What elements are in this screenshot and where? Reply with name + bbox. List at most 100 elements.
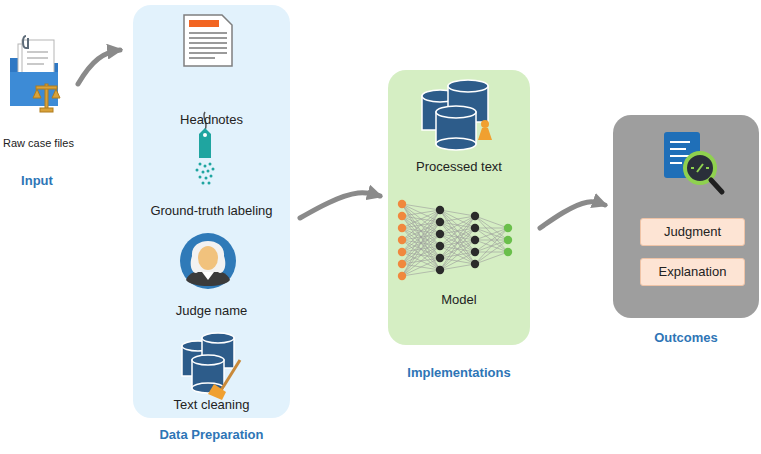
stage-heading: Input	[21, 173, 53, 189]
network-unit	[398, 212, 406, 220]
tag-icon	[204, 165, 207, 168]
case-folder-icon	[33, 89, 41, 98]
database-broom-icon	[202, 333, 234, 343]
database-icon	[436, 106, 476, 118]
network-link	[475, 240, 508, 252]
network-link	[402, 222, 440, 276]
case-folder-icon	[36, 86, 57, 89]
network-link	[440, 252, 475, 270]
network-link	[402, 204, 440, 246]
network-link	[440, 216, 475, 270]
result-search-icon	[664, 132, 700, 178]
network-link	[440, 264, 475, 270]
network-unit	[504, 224, 512, 232]
network-link	[440, 210, 475, 240]
document-icon	[189, 42, 227, 44]
input-caption: Raw case files	[3, 136, 74, 150]
network-link	[402, 234, 440, 252]
database-icon	[422, 90, 458, 102]
node-label: Judge name	[176, 303, 248, 319]
network-link	[440, 228, 475, 246]
network-unit	[398, 248, 406, 256]
judge-icon	[202, 272, 214, 280]
network-link	[402, 210, 440, 240]
result-search-icon	[685, 153, 715, 183]
tag-icon	[212, 168, 215, 171]
document-icon	[189, 52, 227, 54]
network-link	[475, 228, 508, 240]
network-link	[402, 246, 440, 252]
network-link	[402, 222, 440, 252]
network-link	[402, 228, 440, 246]
network-link	[440, 222, 475, 240]
case-folder-icon	[23, 36, 28, 48]
node-label: Ground-truth labeling	[150, 203, 272, 219]
document-icon	[189, 47, 227, 49]
result-search-icon	[670, 142, 692, 163]
network-unit	[436, 254, 444, 262]
network-link	[475, 240, 508, 264]
network-link	[402, 204, 440, 258]
network-link	[440, 228, 475, 234]
network-link	[402, 216, 440, 222]
network-link	[402, 210, 440, 252]
network-link	[402, 210, 440, 228]
network-link	[402, 246, 440, 276]
result-search-icon	[670, 155, 692, 157]
network-link	[402, 228, 440, 270]
network-link	[402, 240, 440, 270]
network-link	[440, 240, 475, 246]
result-search-icon	[691, 164, 709, 172]
case-folder-icon	[40, 108, 53, 112]
result-search-icon	[670, 162, 682, 164]
case-folder-icon	[45, 84, 48, 110]
database-icon	[448, 80, 488, 92]
database-broom-icon	[192, 355, 224, 365]
network-link	[475, 228, 508, 264]
document-icon	[189, 33, 227, 58]
network-unit	[504, 248, 512, 256]
judge-icon	[198, 246, 218, 270]
node-label: Judgment	[664, 224, 721, 240]
case-folder-icon	[10, 58, 58, 106]
document-icon	[189, 37, 227, 39]
stage-heading: Data Preparation	[159, 427, 263, 443]
network-link	[402, 264, 440, 270]
case-folder-icon	[33, 84, 60, 112]
flow-arrow	[78, 50, 120, 84]
case-folder-icon	[27, 63, 44, 65]
document-icon	[184, 15, 232, 66]
network-link	[402, 204, 440, 234]
case-folder-icon	[27, 51, 48, 53]
network-link	[440, 216, 475, 234]
document-icon	[189, 57, 215, 59]
network-link	[440, 246, 475, 252]
database-broom-icon	[182, 333, 240, 400]
network-link	[440, 258, 475, 264]
network-link	[402, 222, 440, 228]
tag-icon	[209, 163, 212, 166]
network-unit	[471, 212, 479, 220]
tag-icon	[199, 163, 202, 166]
network-link	[440, 210, 475, 228]
tag-icon	[203, 133, 207, 137]
network-unit	[436, 266, 444, 274]
network-link	[402, 228, 440, 234]
stage-heading: Implementations	[407, 365, 510, 381]
tag-icon	[207, 170, 210, 173]
judge-icon	[186, 270, 230, 287]
case-folder-icon	[10, 72, 58, 106]
document-icon	[184, 15, 232, 66]
network-link	[402, 210, 440, 216]
judge-icon	[180, 233, 236, 289]
database-icon	[481, 120, 489, 128]
outcome-box: Explanation	[640, 258, 745, 286]
database-icon	[448, 86, 488, 122]
tag-icon	[196, 169, 199, 172]
stage-panel: HeadnotesGround-truth labelingJudge name…	[133, 5, 290, 418]
node-label: Headnotes	[180, 112, 243, 128]
document-icon	[189, 20, 219, 27]
network-link	[440, 240, 475, 258]
